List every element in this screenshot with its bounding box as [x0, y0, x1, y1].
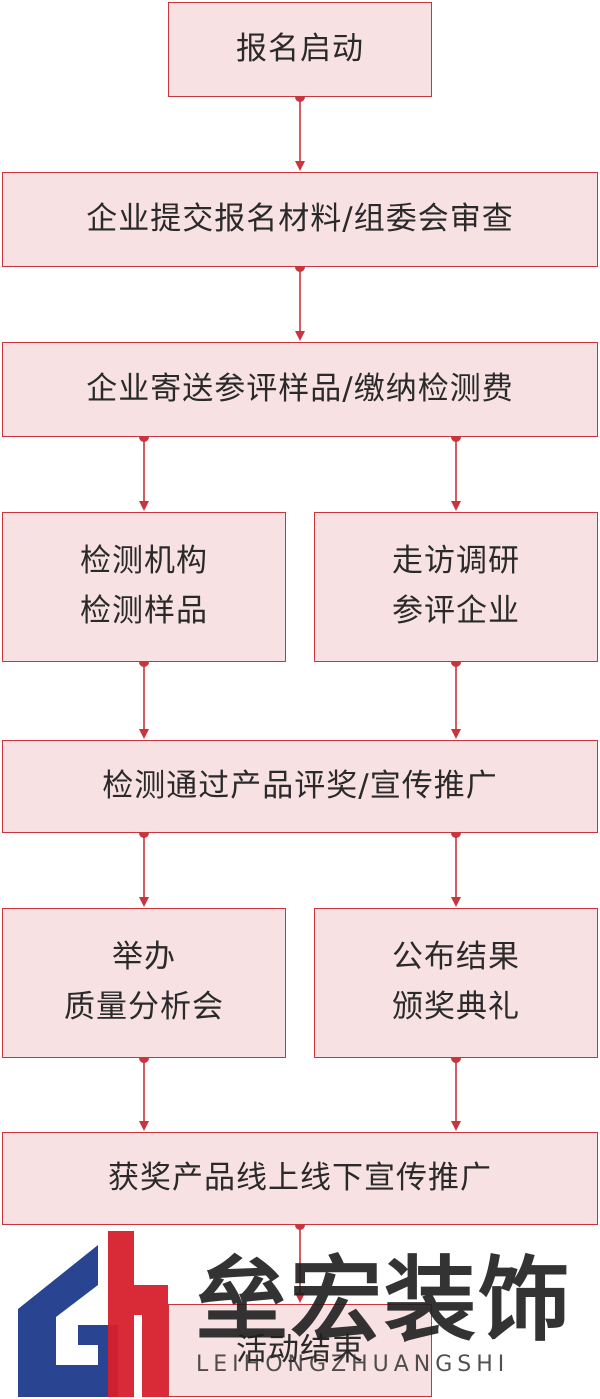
step-award-evaluation: 检测通过产品评奖/宣传推广 [2, 740, 598, 833]
connector-arrow-8 [139, 1053, 149, 1131]
connector-arrow-5 [451, 657, 461, 739]
step-label-line1: 公布结果 [392, 939, 520, 976]
connector-arrow-1 [295, 262, 305, 341]
step-quality-meeting: 举办 质量分析会 [2, 908, 286, 1058]
step-send-samples: 企业寄送参评样品/缴纳检测费 [2, 342, 598, 437]
step-label-line1: 检测机构 [80, 543, 208, 580]
connector-arrow-6 [139, 828, 149, 907]
company-logo-icon [18, 1231, 168, 1397]
step-label: 获奖产品线上线下宣传推广 [108, 1159, 492, 1196]
step-label-line2: 质量分析会 [64, 989, 224, 1025]
step-site-visit: 走访调研 参评企业 [314, 512, 598, 662]
connector-arrow-4 [139, 657, 149, 739]
step-promotion: 获奖产品线上线下宣传推广 [2, 1132, 598, 1225]
connector-arrow-0 [295, 92, 305, 171]
step-label: 报名启动 [236, 30, 364, 67]
step-label: 企业寄送参评样品/缴纳检测费 [86, 370, 514, 407]
step-registration-start: 报名启动 [168, 2, 432, 97]
step-award-ceremony: 公布结果 颁奖典礼 [314, 908, 598, 1058]
watermark-subtitle: LEIHONGZHUANGSHI [196, 1352, 510, 1377]
connector-arrow-7 [451, 828, 461, 907]
watermark-title: 垒宏装饰 [196, 1247, 573, 1354]
connector-arrow-2 [139, 432, 149, 511]
connector-arrow-9 [451, 1053, 461, 1131]
step-label-line2: 颁奖典礼 [392, 989, 520, 1025]
step-submit-materials: 企业提交报名材料/组委会审查 [2, 172, 598, 267]
step-label-line2: 检测样品 [80, 593, 208, 629]
step-label-line1: 举办 [112, 939, 176, 976]
step-label: 活动结束 [236, 1331, 364, 1368]
step-label: 检测通过产品评奖/宣传推广 [102, 767, 498, 804]
step-label-line2: 参评企业 [392, 593, 520, 629]
step-label-line1: 走访调研 [392, 543, 520, 580]
step-lab-testing: 检测机构 检测样品 [2, 512, 286, 662]
step-label: 企业提交报名材料/组委会审查 [86, 200, 514, 237]
step-activity-end: 活动结束 [168, 1304, 432, 1397]
connector-arrow-3 [451, 432, 461, 511]
